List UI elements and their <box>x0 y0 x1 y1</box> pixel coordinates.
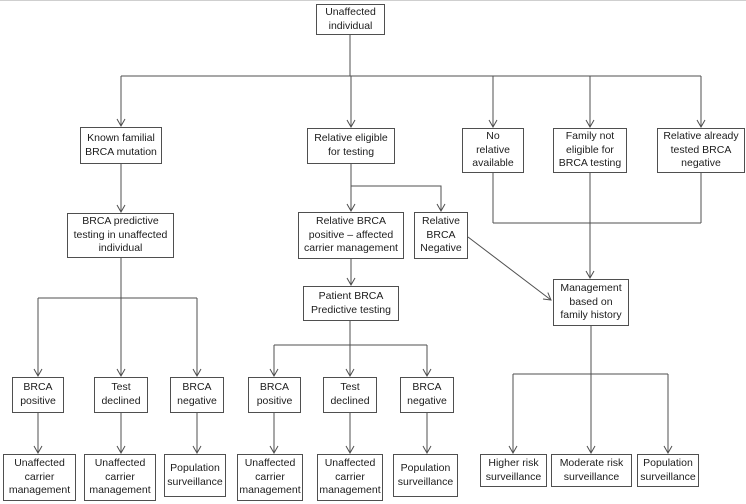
flow-node-population-surveillance-2: Population surveillance <box>393 454 458 497</box>
flow-node-higher-risk-surveillance: Higher risk surveillance <box>480 454 547 487</box>
flow-node-unaffected-carrier-management-2: Unaffected carrier management <box>84 454 156 501</box>
flow-node-relative-brca-positive-affected: Relative BRCA positive – affected carrie… <box>298 212 404 259</box>
edge-negative-to-management <box>467 236 552 301</box>
flow-node-test-declined-mid: Test declined <box>323 377 377 413</box>
flow-node-brca-negative-left: BRCA negative <box>170 377 224 413</box>
flow-node-relative-brca-negative: Relative BRCA Negative <box>414 212 468 259</box>
flow-node-family-not-eligible-for-brca-testing: Family not eligible for BRCA testing <box>553 128 627 173</box>
flow-node-population-surveillance-1: Population surveillance <box>164 454 226 497</box>
flow-node-brca-negative-mid: BRCA negative <box>400 377 454 413</box>
flow-node-relative-already-tested-brca-negative: Relative already tested BRCA negative <box>657 128 745 173</box>
flow-node-population-surveillance-3: Population surveillance <box>637 454 699 487</box>
flow-node-brca-positive-left: BRCA positive <box>12 377 64 413</box>
flow-node-patient-brca-predictive-testing: Patient BRCA Predictive testing <box>303 286 399 321</box>
flow-node-unaffected-carrier-management-1: Unaffected carrier management <box>3 454 76 501</box>
flow-node-brca-predictive-testing-in-unaffected: BRCA predictive testing in unaffected in… <box>67 213 174 258</box>
flow-node-unaffected-carrier-management-3: Unaffected carrier management <box>237 454 303 501</box>
flow-node-unaffected-individual: Unaffected individual <box>316 4 385 35</box>
flow-node-brca-positive-mid: BRCA positive <box>248 377 301 413</box>
flow-node-moderate-risk-surveillance: Moderate risk surveillance <box>551 454 632 487</box>
flow-node-test-declined-left: Test declined <box>94 377 148 413</box>
flow-node-known-familial-brca-mutation: Known familial BRCA mutation <box>80 127 162 164</box>
edge-to-relative-brca-negative <box>351 185 446 213</box>
flow-node-relative-eligible-for-testing: Relative eligible for testing <box>307 128 395 164</box>
flow-node-management-based-on-family-history: Management based on family history <box>553 279 629 326</box>
flow-node-unaffected-carrier-management-4: Unaffected carrier management <box>317 454 383 501</box>
flow-node-no-relative-available: No relative available <box>462 128 524 173</box>
